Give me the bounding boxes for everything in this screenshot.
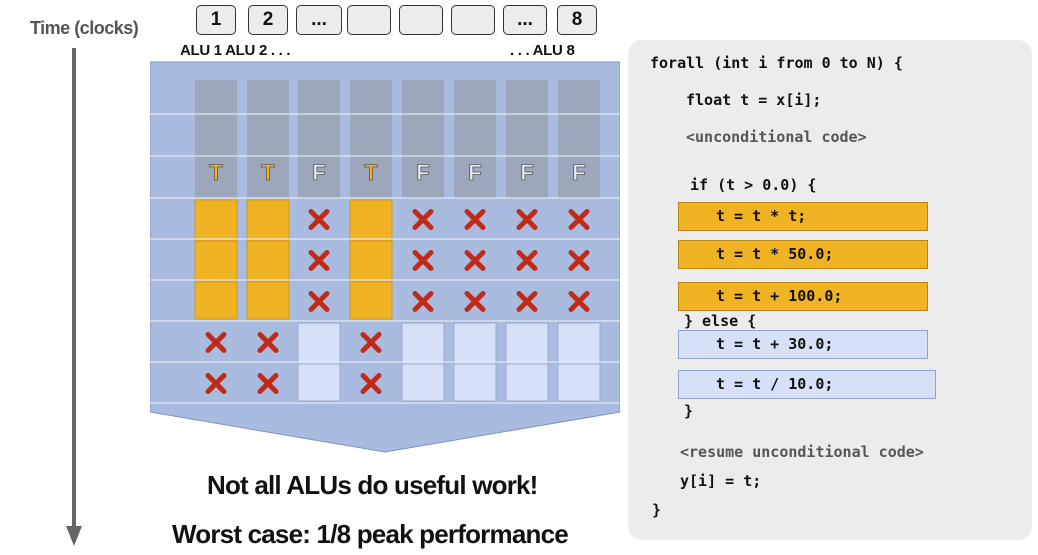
lane-active-false: [453, 363, 497, 402]
alu-label-right: . . . ALU 8: [510, 42, 575, 59]
lane-header: [506, 80, 548, 198]
cross-icon: [516, 209, 538, 230]
cross-icon: [205, 373, 227, 394]
lane-flag: T: [261, 160, 275, 185]
lane-active-false: [453, 322, 497, 365]
alu-box-5: [399, 5, 443, 35]
cross-icon: [412, 291, 434, 312]
lane-header: [454, 80, 496, 198]
code-line-t-div-10: t = t / 10.0;: [716, 375, 834, 393]
alu-box-4: [347, 5, 391, 35]
lane-header: [298, 80, 340, 198]
cross-icon: [308, 291, 330, 312]
cross-icon: [464, 250, 486, 271]
lane-active-false: [297, 363, 341, 402]
alu-box-3: ...: [296, 5, 342, 35]
lane-active-false: [505, 322, 549, 365]
time-axis-label: Time (clocks): [30, 18, 139, 38]
lane-active-false: [401, 322, 445, 365]
code-line-forall: forall (int i from 0 to N) {: [650, 54, 903, 72]
code-line-close-if: }: [684, 402, 694, 420]
lane-flag: T: [364, 160, 378, 185]
cross-icon: [464, 291, 486, 312]
row-lines: [150, 113, 620, 404]
lane-active-false: [505, 363, 549, 402]
lane-flag: F: [572, 160, 585, 185]
lane-flag: F: [312, 160, 325, 185]
alu-box-8: 8: [557, 5, 597, 35]
alu-box-7: ...: [503, 5, 547, 35]
lane-active-true: [194, 199, 238, 242]
caption-worst-case: Worst case: 1/8 peak performance: [172, 519, 569, 549]
cross-icon: [568, 250, 590, 271]
cross-icon: [308, 250, 330, 271]
code-line-y-assign: y[i] = t;: [680, 472, 762, 490]
cross-icon: [257, 373, 279, 394]
code-highlight-false-2: [678, 370, 936, 399]
cross-icon: [568, 291, 590, 312]
lane-active-true: [246, 281, 290, 320]
code-line-t-mul-50: t = t * 50.0;: [716, 245, 834, 263]
lane-active-true: [246, 199, 290, 242]
caption-not-all-alus: Not all ALUs do useful work!: [207, 470, 538, 500]
code-line-close-forall: }: [652, 501, 662, 519]
lane-active-true: [349, 240, 393, 283]
lane-active-true: [194, 240, 238, 283]
lane-active-true: [194, 281, 238, 320]
lane-header: [402, 80, 444, 198]
code-highlight-true-3: [678, 282, 928, 311]
code-line-float: float t = x[i];: [686, 91, 822, 109]
lane-active-false: [557, 363, 601, 402]
lane-active-true: [349, 199, 393, 242]
cross-icon: [257, 332, 279, 353]
lane-header: [195, 80, 237, 198]
code-line-if: if (t > 0.0) {: [690, 176, 817, 194]
code-highlight-true-2: [678, 240, 928, 269]
code-highlight-false-1: [678, 330, 928, 359]
code-line-unconditional: <unconditional code>: [686, 128, 867, 146]
cross-icon: [568, 209, 590, 230]
lane-flag: T: [209, 160, 223, 185]
lane-active-true: [246, 240, 290, 283]
lane-active-false: [297, 322, 341, 365]
cross-icon: [308, 209, 330, 230]
cross-icon: [516, 250, 538, 271]
alu-box-1: 1: [196, 5, 236, 35]
cross-icon: [412, 250, 434, 271]
alu-box-6: [451, 5, 495, 35]
lane-active-false: [401, 363, 445, 402]
lane-flag: F: [520, 160, 533, 185]
cross-icon: [412, 209, 434, 230]
cross-icon: [516, 291, 538, 312]
code-highlight-true-1: [678, 202, 928, 231]
lane-header: [558, 80, 600, 198]
code-line-t-add-30: t = t + 30.0;: [716, 335, 834, 353]
cross-icon: [464, 209, 486, 230]
lane-flag: F: [416, 160, 429, 185]
lane-flag: F: [468, 160, 481, 185]
cross-icon: [360, 373, 382, 394]
cross-icon: [360, 332, 382, 353]
code-line-t-mul-t: t = t * t;: [716, 207, 807, 225]
alu-box-2: 2: [248, 5, 288, 35]
code-panel: forall (int i from 0 to N) { float t = x…: [628, 40, 1032, 540]
code-line-resume: <resume unconditional code>: [680, 443, 924, 461]
code-line-t-add-100: t = t + 100.0;: [716, 287, 843, 305]
code-line-else: } else {: [684, 312, 757, 330]
alu-label-left: ALU 1 ALU 2 . . .: [180, 42, 291, 59]
lane-active-false: [557, 322, 601, 365]
lane-active-true: [349, 281, 393, 320]
lane-header: [247, 80, 289, 198]
lane-header: [350, 80, 392, 198]
cross-icon: [205, 332, 227, 353]
time-axis-arrow-icon: [66, 48, 82, 546]
